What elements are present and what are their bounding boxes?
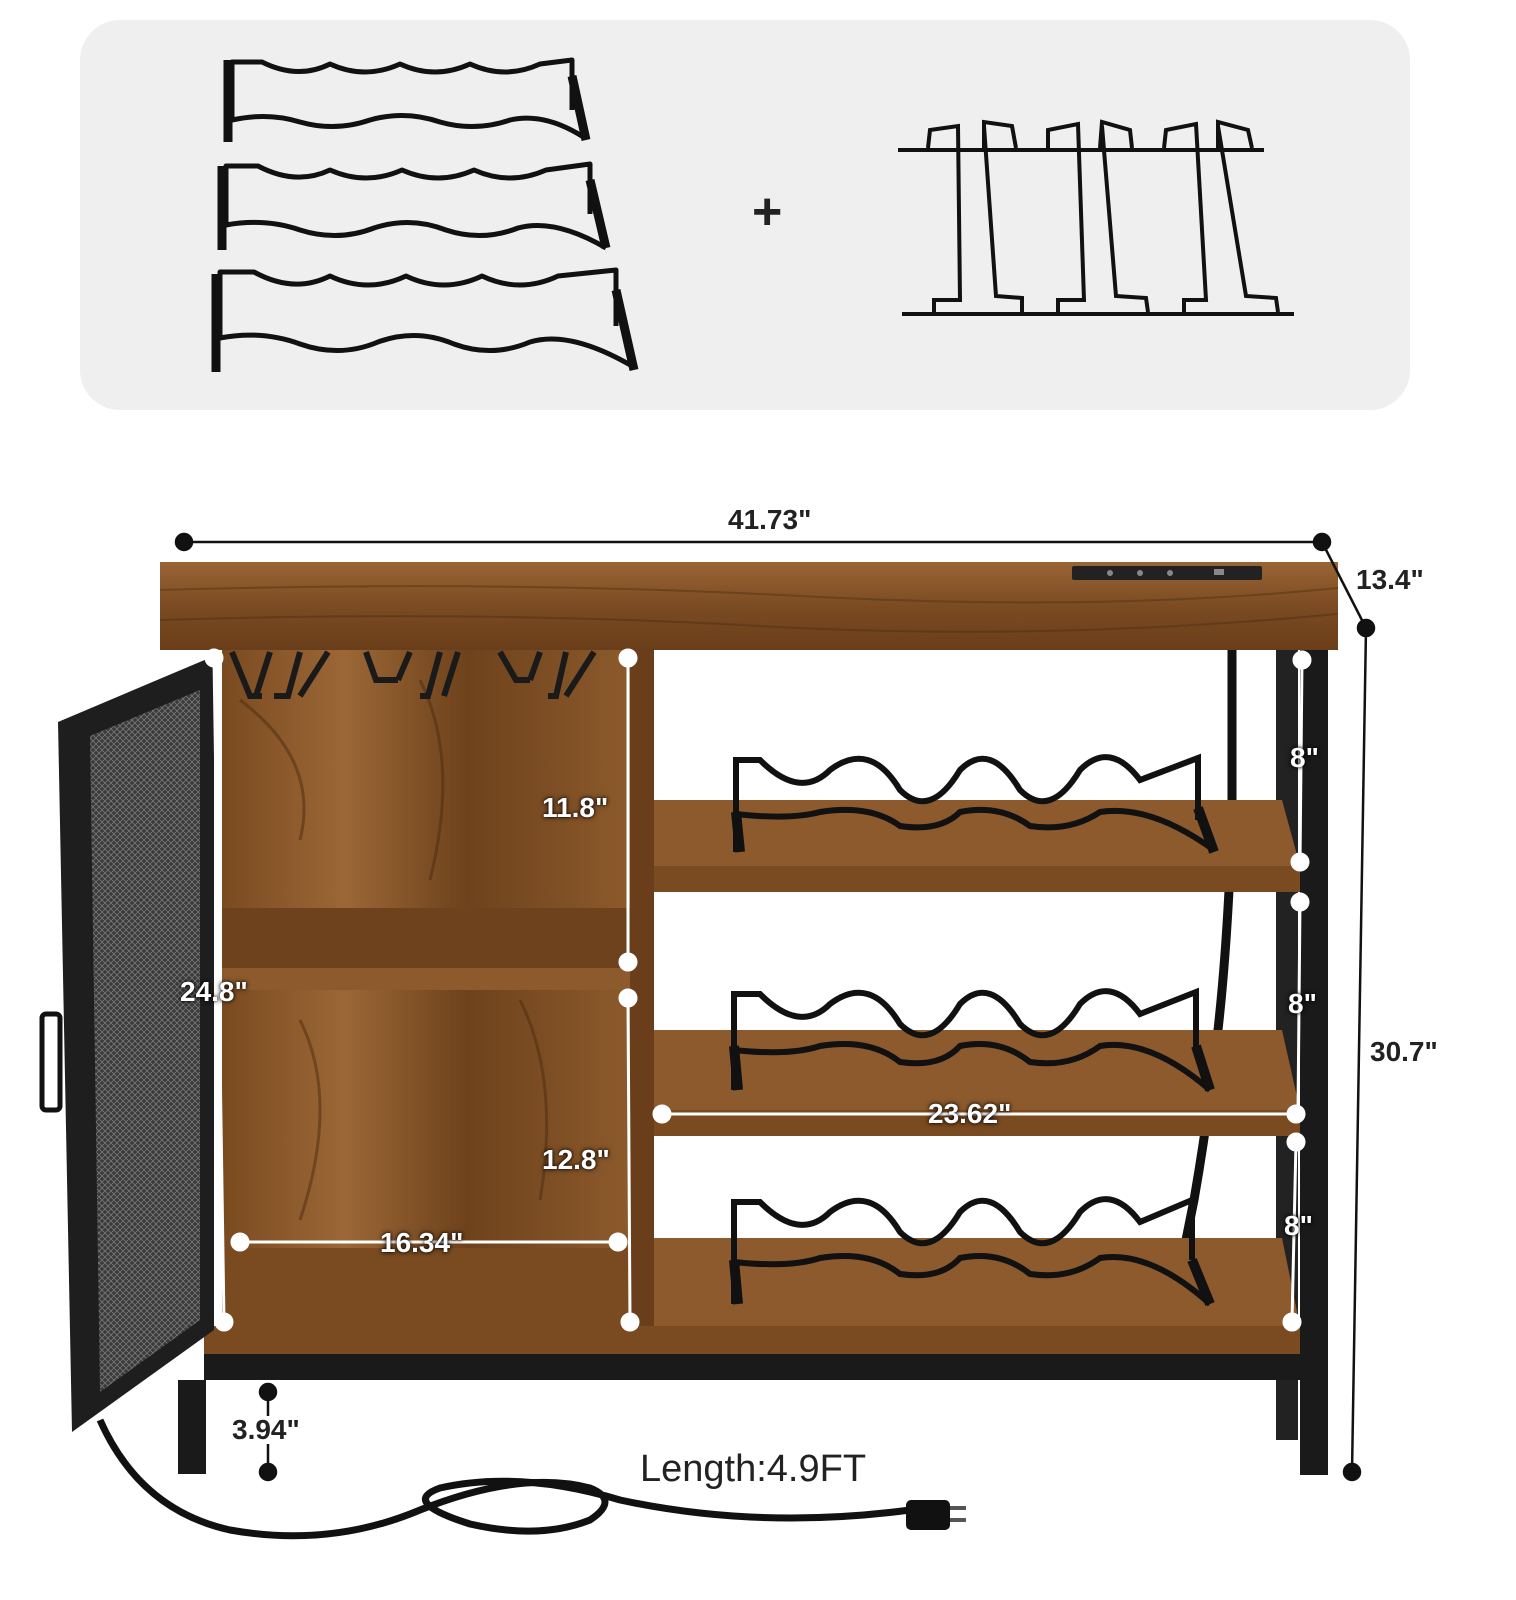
- depth-label: 13.4": [1350, 566, 1430, 594]
- door-handle: [39, 1011, 63, 1113]
- bottom-frame: [204, 1354, 1300, 1380]
- stemware-hooks: [229, 650, 597, 699]
- bottom-board: [204, 1326, 1300, 1354]
- cabinet-height-label: 24.8": [180, 976, 248, 1007]
- width-label: 41.73": [722, 506, 818, 534]
- plug-icon: [906, 1500, 950, 1530]
- cabinet-upper-label: 11.8": [542, 792, 609, 823]
- cabinet-width-label: 16.34": [380, 1227, 464, 1258]
- wine-rack-3-pack-icon: [211, 57, 639, 372]
- wine-cabinet: [39, 562, 1339, 1540]
- front-right-leg: [1300, 640, 1328, 1475]
- shelf-gap-2-label: 8": [1288, 988, 1317, 1019]
- open-shelf-1: [654, 800, 1300, 892]
- dimension-lines: [174, 532, 1376, 1482]
- dimension-lines-white: [204, 648, 1312, 1332]
- shelf-gap-1-label: 8": [1290, 742, 1319, 773]
- power-cord: [96, 1418, 911, 1540]
- wine-rack-accessory-3: [211, 267, 639, 372]
- plus-sign: +: [752, 183, 783, 241]
- front-left-leg: [178, 1380, 206, 1474]
- shelf-gap-3-label: 8": [1284, 1210, 1313, 1241]
- shelf-width-label: 23.62": [928, 1098, 1012, 1129]
- wine-rack-accessory-2: [217, 161, 611, 251]
- leg-clearance-label: 3.94": [226, 1416, 306, 1444]
- cabinet-lower-label: 12.8": [542, 1144, 610, 1175]
- wine-rack-accessory-1: [223, 57, 591, 142]
- height-label: 30.7": [1364, 1038, 1444, 1066]
- cord-length-label: Length:4.9FT: [640, 1448, 867, 1490]
- divider-panel: [630, 650, 654, 1330]
- stemware-holder-icon: [898, 119, 1294, 316]
- installed-wine-racks: [729, 753, 1219, 1307]
- mesh-door[interactable]: [39, 656, 214, 1432]
